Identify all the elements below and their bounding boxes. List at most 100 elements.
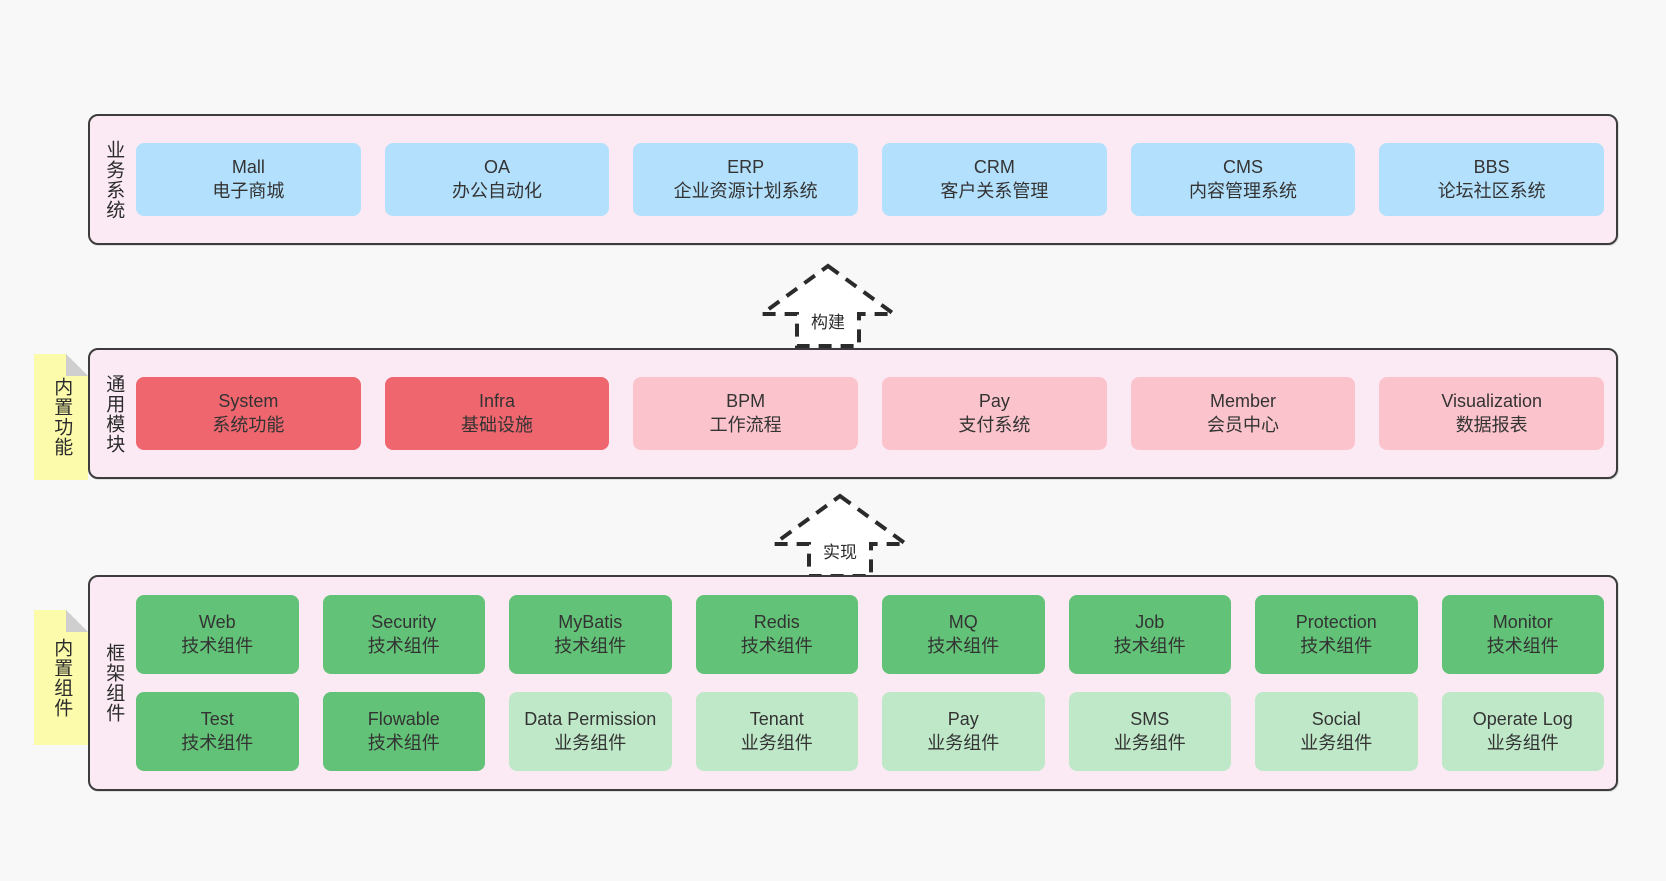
card-bbs[interactable]: BBS 论坛社区系统	[1379, 143, 1605, 216]
card-test[interactable]: Test 技术组件	[136, 692, 299, 771]
card-flowable[interactable]: Flowable 技术组件	[322, 692, 485, 771]
card-system[interactable]: System 系统功能	[136, 377, 361, 450]
card-title-cn: 技术组件	[740, 635, 813, 656]
card-title-cn: 技术组件	[1300, 635, 1373, 656]
card-title-cn: 业务组件	[927, 732, 1000, 753]
card-job[interactable]: Job 技术组件	[1068, 595, 1231, 674]
card-title-en: SMS	[1130, 709, 1170, 730]
card-title-en: Member	[1210, 391, 1277, 412]
card-row: Mall 电子商城 OA 办公自动化 ERP 企业资源计划系统 CRM 客户关系…	[136, 143, 1605, 216]
note-builtin-functions: 内置功能	[34, 354, 88, 480]
card-title-cn: 办公自动化	[452, 180, 542, 201]
card-title-en: CRM	[973, 157, 1015, 178]
card-title-cn: 技术组件	[1113, 635, 1186, 656]
card-data-permission[interactable]: Data Permission 业务组件	[509, 692, 672, 771]
card-title-cn: 技术组件	[367, 635, 440, 656]
card-title-cn: 业务组件	[740, 732, 813, 753]
card-title-en: Redis	[753, 612, 800, 633]
arrow-build: 构建	[758, 262, 898, 350]
layer-body-business-system: Mall 电子商城 OA 办公自动化 ERP 企业资源计划系统 CRM 客户关系…	[136, 116, 1616, 243]
card-row: Web 技术组件 Security 技术组件 MyBatis 技术组件 Redi…	[136, 595, 1604, 674]
card-title-en: Mall	[231, 157, 265, 178]
card-pay-module[interactable]: Pay 支付系统	[882, 377, 1107, 450]
card-title-cn: 技术组件	[554, 635, 627, 656]
card-title-cn: 业务组件	[554, 732, 627, 753]
card-title-en: Test	[200, 709, 234, 730]
layer-title-framework-component: 框架组件	[103, 643, 125, 723]
card-infra[interactable]: Infra 基础设施	[384, 377, 610, 450]
layer-title-business-system: 业务系统	[103, 139, 125, 220]
card-title-en: System	[218, 391, 279, 412]
card-member[interactable]: Member 会员中心	[1130, 377, 1356, 450]
card-tenant[interactable]: Tenant 业务组件	[695, 692, 858, 771]
card-title-en: CMS	[1223, 157, 1264, 178]
arrow-implement: 实现	[770, 492, 910, 580]
card-title-en: Protection	[1295, 612, 1377, 633]
card-title-cn: 论坛社区系统	[1437, 180, 1546, 201]
card-title-cn: 技术组件	[927, 635, 1000, 656]
card-sms[interactable]: SMS 业务组件	[1068, 692, 1231, 771]
card-title-en: Infra	[478, 391, 516, 412]
card-operate-log[interactable]: Operate Log 业务组件	[1441, 692, 1604, 771]
card-title-cn: 技术组件	[367, 732, 440, 753]
card-title-en: Flowable	[367, 709, 440, 730]
card-title-en: Data Permission	[524, 709, 657, 730]
card-web[interactable]: Web 技术组件	[136, 595, 299, 674]
card-title-en: Monitor	[1492, 612, 1553, 633]
card-title-en: Operate Log	[1472, 709, 1573, 730]
card-mall[interactable]: Mall 电子商城	[136, 143, 361, 216]
card-redis[interactable]: Redis 技术组件	[695, 595, 858, 674]
card-title-en: Security	[371, 612, 437, 633]
card-title-en: BPM	[726, 391, 766, 412]
card-title-cn: 企业资源计划系统	[673, 180, 818, 201]
card-title-cn: 系统功能	[212, 414, 285, 435]
layer-title-common-module: 通用模块	[103, 373, 125, 454]
card-protection[interactable]: Protection 技术组件	[1255, 595, 1418, 674]
card-title-en: MyBatis	[558, 612, 623, 633]
card-title-cn: 业务组件	[1113, 732, 1186, 753]
card-pay-component[interactable]: Pay 业务组件	[882, 692, 1045, 771]
card-title-en: Web	[198, 612, 236, 633]
card-visualization[interactable]: Visualization 数据报表	[1379, 377, 1605, 450]
layer-body-framework-component: Web 技术组件 Security 技术组件 MyBatis 技术组件 Redi…	[136, 577, 1616, 789]
card-title-en: Job	[1135, 612, 1165, 633]
card-mq[interactable]: MQ 技术组件	[882, 595, 1045, 674]
card-title-cn: 业务组件	[1486, 732, 1559, 753]
layer-framework-component: 框架组件 Web 技术组件 Security 技术组件 MyBatis 技术组件…	[88, 575, 1618, 791]
card-erp[interactable]: ERP 企业资源计划系统	[633, 143, 859, 216]
card-title-cn: 技术组件	[1486, 635, 1559, 656]
card-title-en: Tenant	[749, 709, 804, 730]
card-title-en: Social	[1311, 709, 1361, 730]
note-builtin-components: 内置组件	[34, 610, 88, 745]
card-title-en: OA	[484, 157, 511, 178]
card-title-en: Pay	[978, 391, 1010, 412]
card-title-cn: 基础设施	[461, 414, 533, 435]
card-security[interactable]: Security 技术组件	[322, 595, 485, 674]
card-title-cn: 支付系统	[958, 414, 1031, 435]
layer-body-common-module: System 系统功能 Infra 基础设施 BPM 工作流程 Pay 支付系统…	[136, 350, 1616, 477]
card-title-en: ERP	[727, 157, 765, 178]
card-title-en: MQ	[948, 612, 978, 633]
arrow-label-implement: 实现	[823, 543, 857, 562]
card-oa[interactable]: OA 办公自动化	[384, 143, 610, 216]
card-row: System 系统功能 Infra 基础设施 BPM 工作流程 Pay 支付系统…	[136, 377, 1605, 450]
card-title-cn: 工作流程	[709, 414, 782, 435]
card-title-cn: 数据报表	[1455, 414, 1528, 435]
card-title-en: Pay	[947, 709, 979, 730]
card-title-cn: 客户关系管理	[940, 180, 1049, 201]
card-monitor[interactable]: Monitor 技术组件	[1441, 595, 1604, 674]
card-cms[interactable]: CMS 内容管理系统	[1130, 143, 1356, 216]
card-title-cn: 技术组件	[181, 732, 254, 753]
card-social[interactable]: Social 业务组件	[1255, 692, 1418, 771]
card-title-en: Visualization	[1441, 391, 1543, 412]
card-row: Test 技术组件 Flowable 技术组件 Data Permission …	[136, 692, 1604, 771]
card-bpm[interactable]: BPM 工作流程	[633, 377, 859, 450]
card-title-cn: 会员中心	[1207, 414, 1280, 435]
card-title-cn: 业务组件	[1300, 732, 1373, 753]
card-crm[interactable]: CRM 客户关系管理	[882, 143, 1107, 216]
card-title-cn: 电子商城	[212, 180, 285, 201]
layer-common-module: 通用模块 System 系统功能 Infra 基础设施 BPM 工作流程 Pay…	[88, 348, 1618, 479]
card-title-cn: 技术组件	[181, 635, 254, 656]
card-mybatis[interactable]: MyBatis 技术组件	[509, 595, 672, 674]
